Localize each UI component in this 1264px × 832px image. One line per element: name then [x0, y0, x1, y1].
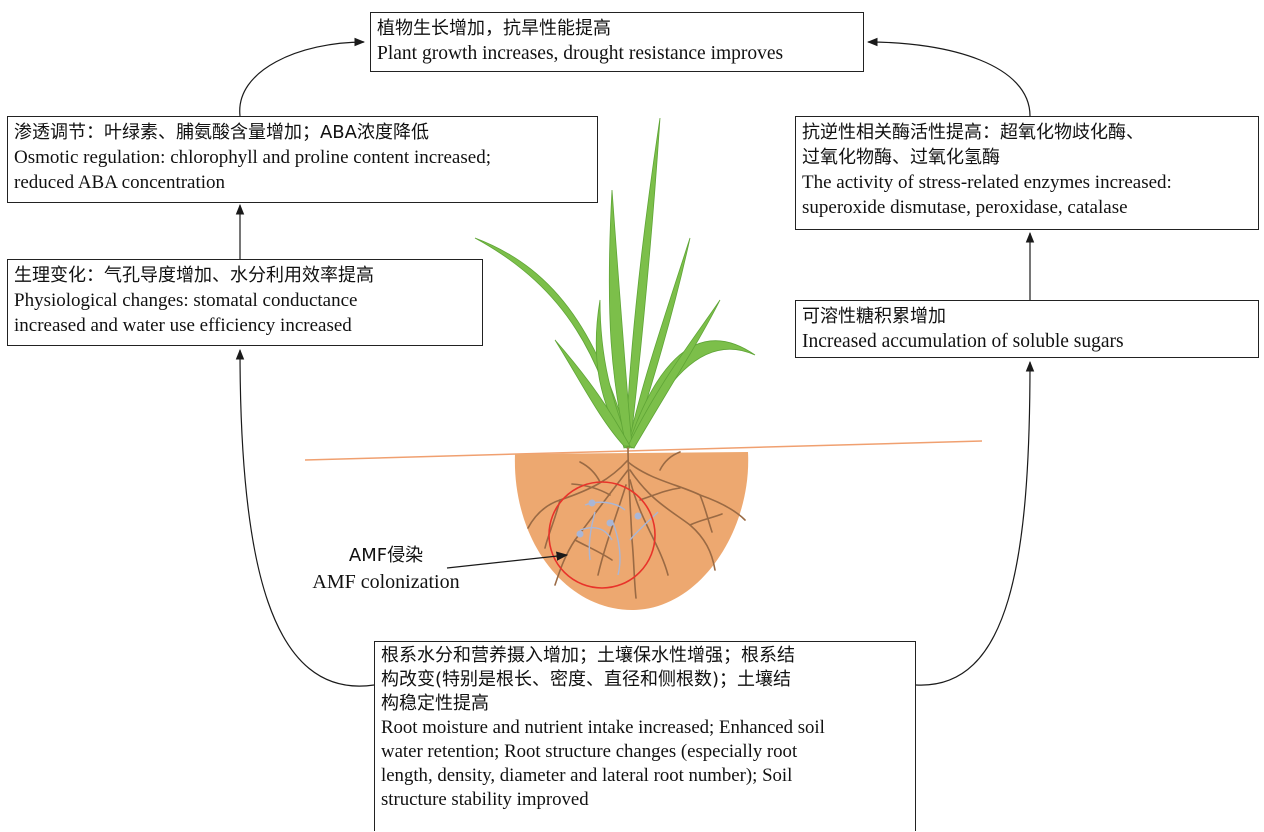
root-en-line3: length, density, diameter and lateral ro… — [381, 764, 909, 788]
root-en-line2: water retention; Root structure changes … — [381, 740, 909, 764]
osmotic-en-line1: Osmotic regulation: chlorophyll and prol… — [14, 145, 591, 170]
sugar-zh: 可溶性糖积累增加 — [802, 304, 1252, 329]
root-zh-line2: 构改变(特别是根长、密度、直径和侧根数)；土壤结 — [381, 668, 909, 692]
root-zh-line3: 构稳定性提高 — [381, 692, 909, 716]
osmotic-en-line2: reduced ABA concentration — [14, 170, 591, 195]
physiology-en-line2: increased and water use efficiency incre… — [14, 313, 476, 338]
outcome-box: 植物生长增加，抗旱性能提高 Plant growth increases, dr… — [370, 12, 864, 72]
sugar-en: Increased accumulation of soluble sugars — [802, 329, 1252, 354]
osmotic-regulation-box: 渗透调节：叶绿素、脯氨酸含量增加；ABA浓度降低 Osmotic regulat… — [7, 116, 598, 203]
osmotic-zh: 渗透调节：叶绿素、脯氨酸含量增加；ABA浓度降低 — [14, 120, 591, 145]
arrow-osmotic-to-top — [240, 42, 364, 116]
arrow-enzyme-to-top — [868, 42, 1030, 116]
amf-en: AMF colonization — [312, 571, 459, 593]
arrow-root-to-physiology — [240, 350, 374, 686]
enzyme-zh-line2: 过氧化物酶、过氧化氢酶 — [802, 145, 1252, 170]
enzyme-en-line1: The activity of stress-related enzymes i… — [802, 170, 1252, 195]
enzyme-en-line2: superoxide dismutase, peroxidase, catala… — [802, 195, 1252, 220]
soluble-sugar-box: 可溶性糖积累增加 Increased accumulation of solub… — [795, 300, 1259, 358]
root-en-line4: structure stability improved — [381, 788, 909, 812]
outcome-en: Plant growth increases, drought resistan… — [377, 41, 857, 66]
amf-colonization-label: AMF侵染 AMF colonization — [286, 543, 486, 595]
amf-zh: AMF侵染 — [286, 543, 486, 569]
stress-enzyme-box: 抗逆性相关酶活性提高：超氧化物歧化酶、 过氧化物酶、过氧化氢酶 The acti… — [795, 116, 1259, 230]
root-zh-line1: 根系水分和营养摄入增加；土壤保水性增强；根系结 — [381, 644, 909, 668]
root-changes-box: 根系水分和营养摄入增加；土壤保水性增强；根系结 构改变(特别是根长、密度、直径和… — [374, 641, 916, 831]
physiology-zh: 生理变化：气孔导度增加、水分利用效率提高 — [14, 263, 476, 288]
physiological-changes-box: 生理变化：气孔导度增加、水分利用效率提高 Physiological chang… — [7, 259, 483, 346]
root-en-line1: Root moisture and nutrient intake increa… — [381, 716, 909, 740]
enzyme-zh-line1: 抗逆性相关酶活性提高：超氧化物歧化酶、 — [802, 120, 1252, 145]
physiology-en-line1: Physiological changes: stomatal conducta… — [14, 288, 476, 313]
arrow-root-to-sugar — [916, 362, 1030, 685]
outcome-zh: 植物生长增加，抗旱性能提高 — [377, 16, 857, 41]
